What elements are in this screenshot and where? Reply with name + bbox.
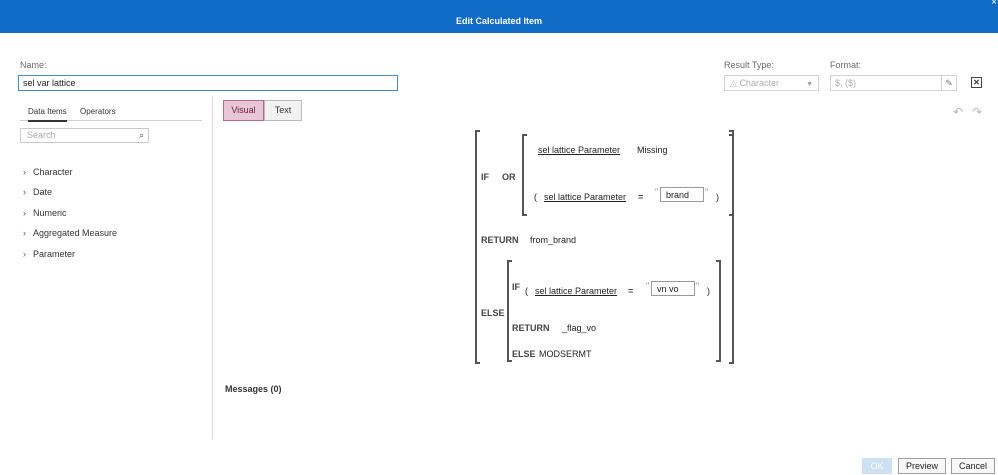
search-icon[interactable]: ⌕: [138, 130, 144, 140]
redo-icon[interactable]: ↷: [972, 105, 983, 119]
or-bracket-left: [522, 134, 527, 216]
brand-value-field[interactable]: brand: [660, 187, 704, 202]
quote-close: ": [705, 187, 709, 197]
tab-data-items[interactable]: Data Items: [28, 107, 67, 122]
chevron-down-icon: ▼: [806, 81, 813, 88]
chevron-right-icon: ›: [23, 208, 26, 218]
tab-operators[interactable]: Operators: [80, 107, 116, 116]
or-keyword: OR: [502, 172, 516, 182]
quote-open-2: ": [646, 281, 650, 291]
tree-item-character[interactable]: › Character: [23, 167, 73, 177]
visual-mode-button[interactable]: Visual: [223, 100, 264, 121]
result-type-label: Result Type:: [724, 60, 774, 70]
tree-item-label: Date: [33, 187, 53, 197]
vn-vo-value-field[interactable]: vn vo: [651, 281, 695, 296]
chevron-right-icon: ›: [23, 249, 26, 259]
else-bracket-left: [507, 260, 512, 362]
tree-item-label: Parameter: [33, 249, 76, 259]
search-placeholder: Search: [27, 130, 56, 140]
outer-bracket-right: [729, 130, 734, 364]
if-keyword: IF: [481, 172, 489, 182]
panel-divider: [212, 97, 213, 439]
close-paren: ): [716, 192, 719, 202]
param-sel-lattice-2[interactable]: sel lattice Parameter: [544, 192, 627, 202]
param-sel-lattice[interactable]: sel lattice Parameter: [538, 145, 621, 155]
inner-open-paren: (: [525, 286, 528, 296]
inner-else-keyword: ELSE: [512, 349, 536, 359]
pencil-icon[interactable]: ✎: [942, 75, 957, 91]
data-items-tabs: Data Items Operators: [20, 104, 202, 122]
or-bracket-right: [729, 134, 734, 216]
text-mode-button[interactable]: Text: [264, 100, 302, 121]
ok-button[interactable]: OK: [862, 458, 892, 474]
equals-operator[interactable]: =: [638, 192, 644, 202]
inner-return-keyword: RETURN: [512, 323, 550, 333]
tree-item-numeric[interactable]: › Numeric: [23, 208, 67, 218]
quote-open: ": [655, 187, 659, 197]
character-type-icon: ◬: [730, 78, 737, 88]
modsermt-item[interactable]: MODSERMT: [539, 349, 592, 359]
outer-bracket-left: [475, 130, 480, 364]
close-icon[interactable]: ×: [991, 0, 997, 8]
tree-item-aggregated-measure[interactable]: › Aggregated Measure: [23, 228, 117, 238]
result-type-value: Character: [739, 78, 779, 88]
from-brand-item[interactable]: from_brand: [530, 235, 577, 245]
inner-if-keyword: IF: [512, 282, 520, 292]
missing-operator[interactable]: Missing: [637, 145, 668, 155]
flag-vo-item[interactable]: _flag_vo: [562, 323, 597, 333]
format-label: Format:: [830, 60, 862, 70]
format-input[interactable]: $. ($): [830, 75, 942, 91]
param-sel-lattice-3[interactable]: sel lattice Parameter: [535, 286, 618, 296]
dialog-title-bar: Edit Calculated Item ×: [0, 0, 998, 33]
chevron-right-icon: ›: [23, 187, 26, 197]
search-input[interactable]: Search ⌕: [20, 128, 149, 143]
tree-item-label: Numeric: [33, 208, 67, 218]
messages-header[interactable]: Messages (0): [225, 384, 282, 394]
chevron-right-icon: ›: [23, 167, 26, 177]
inner-equals-operator[interactable]: =: [628, 286, 634, 296]
chevron-right-icon: ›: [23, 228, 26, 238]
dialog-title: Edit Calculated Item: [455, 16, 543, 26]
else-keyword: ELSE: [481, 308, 505, 318]
inner-close-paren: ): [707, 286, 710, 296]
preview-button[interactable]: Preview: [898, 458, 946, 474]
tree-item-parameter[interactable]: › Parameter: [23, 249, 75, 259]
cancel-button[interactable]: Cancel: [951, 458, 995, 474]
quote-close-2: ": [696, 281, 700, 291]
tree-item-label: Aggregated Measure: [33, 228, 118, 238]
tree-item-date[interactable]: › Date: [23, 187, 52, 197]
undo-icon[interactable]: ↶: [953, 105, 964, 119]
name-label: Name:: [20, 60, 47, 70]
name-input[interactable]: sel var lattice: [18, 75, 398, 91]
else-bracket-right: [716, 260, 721, 362]
open-paren: (: [534, 192, 537, 202]
return-keyword: RETURN: [481, 235, 519, 245]
clear-format-icon[interactable]: ✕: [971, 77, 982, 88]
result-type-select[interactable]: ◬ Character ▼: [724, 75, 819, 91]
tree-item-label: Character: [33, 167, 73, 177]
